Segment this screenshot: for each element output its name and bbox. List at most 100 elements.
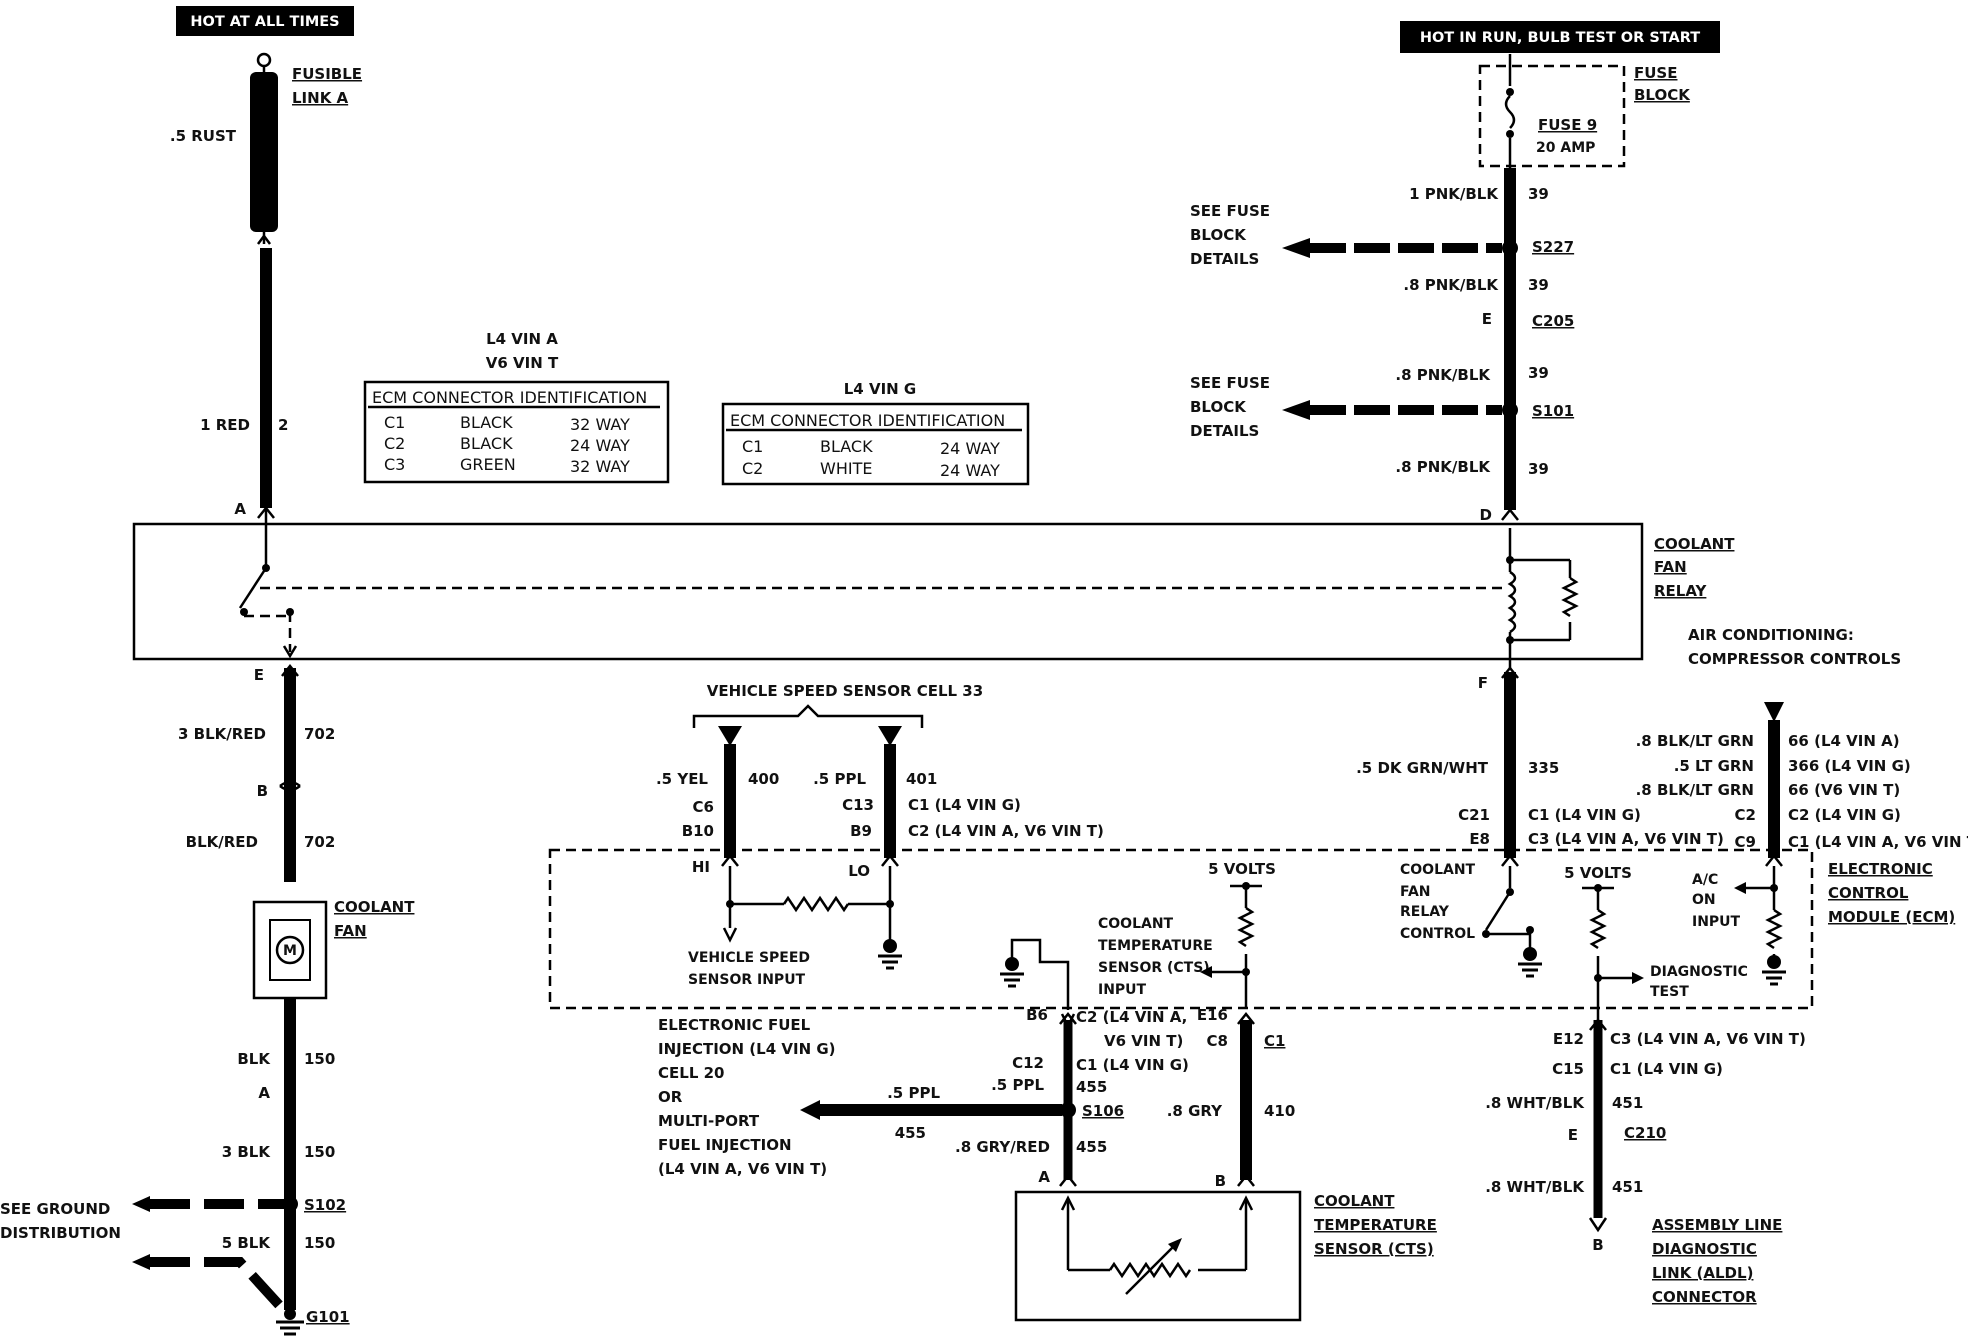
- relay-label-2: FAN: [1654, 558, 1687, 576]
- fusible-link-label-2: LINK A: [292, 89, 349, 107]
- aldl-c1-conn: C1: [1610, 1060, 1631, 1078]
- ecm-table2-r2-conn: C2: [742, 459, 763, 478]
- ac-input-circuit: [1734, 866, 1786, 986]
- coolant-fan-label-2: FAN: [334, 922, 367, 940]
- vss-bracket: [692, 704, 924, 728]
- cts-c2-l4a-1: C2 (L4 VIN A,: [1076, 1008, 1187, 1026]
- fuse-block-label-1: FUSE: [1634, 64, 1677, 82]
- cts-c2-suffix-2: V6 VIN T): [1104, 1032, 1183, 1050]
- ecm-label-1: ELECTRONIC: [1828, 860, 1933, 878]
- cts-c2-suffix-1: (L4 VIN A,: [1097, 1008, 1187, 1026]
- circuit-2: 2: [278, 416, 288, 434]
- wire-label-blk-red: BLK/RED: [186, 833, 258, 851]
- ac-c2: C2: [1735, 806, 1756, 824]
- five-volts-a: 5 VOLTS: [1208, 860, 1276, 878]
- ecm-label-2: CONTROL: [1828, 884, 1909, 902]
- cts-b6: B6: [1026, 1006, 1048, 1024]
- ac-circuit-1: 66 (L4 VIN A): [1788, 732, 1900, 750]
- see-fuse-1-label-3: DETAILS: [1190, 250, 1259, 268]
- motor-symbol: M: [283, 943, 297, 959]
- vss-wire-yel: .5 YEL: [656, 770, 708, 788]
- cts-wire-5ppl-a: .5 PPL: [887, 1084, 940, 1102]
- relay-switch: [238, 528, 1504, 659]
- ecm-label-3: MODULE (ECM): [1828, 908, 1955, 926]
- vss-b10: B10: [682, 822, 714, 840]
- see-fuse-1-label-2: BLOCK: [1190, 226, 1247, 244]
- ac-input-label-3: INPUT: [1692, 914, 1741, 930]
- pin-a-lower: A: [258, 1084, 270, 1102]
- ecm-table1-r3-conn: C3: [384, 455, 405, 474]
- circuit-39-a: 39: [1528, 185, 1549, 203]
- coolant-fan-label-1: COOLANT: [334, 898, 415, 916]
- ecm-table1-r2-ways: 24 WAY: [570, 436, 630, 455]
- ecm-box: [548, 848, 1814, 1010]
- ac-c2-conn: C2: [1788, 806, 1809, 824]
- cts-c1-conn-b: C1: [1264, 1032, 1285, 1050]
- cts-wire-5ppl-b: .5 PPL: [991, 1076, 1044, 1094]
- cts-sensor-label-2: TEMPERATURE: [1314, 1216, 1437, 1234]
- header-hot-at-all-times: HOT AT ALL TIMES: [176, 6, 354, 36]
- aldl-wire-wht-blk-b: .8 WHT/BLK: [1485, 1178, 1585, 1196]
- see-ground-label-1: SEE GROUND: [0, 1200, 110, 1218]
- cts-wire-gry-red: .8 GRY/RED: [955, 1138, 1050, 1156]
- ac-wire-2: .5 LT GRN: [1674, 757, 1754, 775]
- ecm-table1-header: ECM CONNECTOR IDENTIFICATION: [372, 388, 647, 407]
- ac-title-1: AIR CONDITIONING:: [1688, 626, 1854, 644]
- cts-c12: C12: [1012, 1054, 1044, 1072]
- coolant-fan-motor: M: [252, 900, 328, 1000]
- circuit-150-c: 150: [304, 1234, 335, 1252]
- pin-e-left: E: [254, 666, 264, 684]
- see-fuse-1-label-1: SEE FUSE: [1190, 202, 1270, 220]
- ac-c2-suffix: (L4 VIN G): [1809, 806, 1900, 824]
- cts-pin-a: A: [1038, 1168, 1050, 1186]
- vss-c2-l4a: C2 (L4 VIN A, V6 VIN T): [908, 822, 1104, 840]
- c1-l4g-right-conn: C1: [1528, 806, 1549, 824]
- connector-c21: C21: [1458, 806, 1490, 824]
- aldl-c1-l4g: C1 (L4 VIN G): [1610, 1060, 1723, 1078]
- aldl-c15: C15: [1552, 1060, 1584, 1078]
- relay-label-1: COOLANT: [1654, 535, 1735, 553]
- efi-label-6: FUEL INJECTION: [658, 1136, 792, 1154]
- ecm-table1-r1-color: BLACK: [460, 413, 513, 432]
- ecm-table1-r1-ways: 32 WAY: [570, 415, 630, 434]
- fuse-block-box: [1478, 64, 1626, 168]
- aldl-wire-wht-blk-a: .8 WHT/BLK: [1485, 1094, 1585, 1112]
- pin-e-right: E: [1482, 310, 1492, 328]
- splice-s106: [1060, 1102, 1076, 1118]
- ecm-table1-r3-ways: 32 WAY: [570, 457, 630, 476]
- ecm-table2-title: L4 VIN G: [844, 380, 917, 398]
- vss-c1-suffix: (L4 VIN G): [929, 796, 1020, 814]
- circuit-39-b: 39: [1528, 276, 1549, 294]
- relay-ctrl-label-1: COOLANT: [1400, 862, 1476, 878]
- efi-label-4: OR: [658, 1088, 683, 1106]
- wire-label-8-pnk-blk-b: .8 PNK/BLK: [1395, 366, 1491, 384]
- ecm-table2-r1-ways: 24 WAY: [940, 439, 1000, 458]
- ac-wire-3: .8 BLK/LT GRN: [1636, 781, 1754, 799]
- header-hot-in-run: HOT IN RUN, BULB TEST OR START: [1400, 21, 1720, 53]
- cts-c1-conn: C1: [1076, 1056, 1097, 1074]
- ac-circuit-3: 66 (V6 VIN T): [1788, 781, 1900, 799]
- vss-input-label-2: SENSOR INPUT: [688, 972, 806, 988]
- ecm-table1-r1-conn: C1: [384, 413, 405, 432]
- cts-sensor-box: [1014, 1190, 1302, 1322]
- cts-c2-conn: C2: [1076, 1008, 1097, 1026]
- ac-circuit-2: 366 (L4 VIN G): [1788, 757, 1911, 775]
- splice-s227: [1502, 240, 1518, 256]
- aldl-connector-c210: C210: [1624, 1124, 1666, 1142]
- ecm-connector-table-1: ECM CONNECTOR IDENTIFICATION C1 BLACK 32…: [363, 380, 670, 484]
- cts-circuit-455-b: 455: [895, 1124, 926, 1142]
- ground-g101-symbol: [276, 1308, 304, 1336]
- cts-input-label-4: INPUT: [1098, 982, 1147, 998]
- pin-b-left: B: [257, 782, 268, 800]
- wire-label-blk: BLK: [237, 1050, 271, 1068]
- aldl-circuit-451-b: 451: [1612, 1178, 1643, 1196]
- efi-label-1: ELECTRONIC FUEL: [658, 1016, 811, 1034]
- wire-label-1-pnk-blk: 1 PNK/BLK: [1409, 185, 1499, 203]
- cts-sensor-label-1: COOLANT: [1314, 1192, 1395, 1210]
- ac-c1-l4a: C1 (L4 VIN A, V6 VIN T): [1788, 833, 1968, 851]
- efi-label-2: INJECTION (L4 VIN G): [658, 1040, 836, 1058]
- ecm-connector-table-2: ECM CONNECTOR IDENTIFICATION C1 BLACK 24…: [721, 402, 1030, 486]
- fusible-link-a: [250, 72, 278, 232]
- vss-input-hi-arrow: [718, 726, 742, 746]
